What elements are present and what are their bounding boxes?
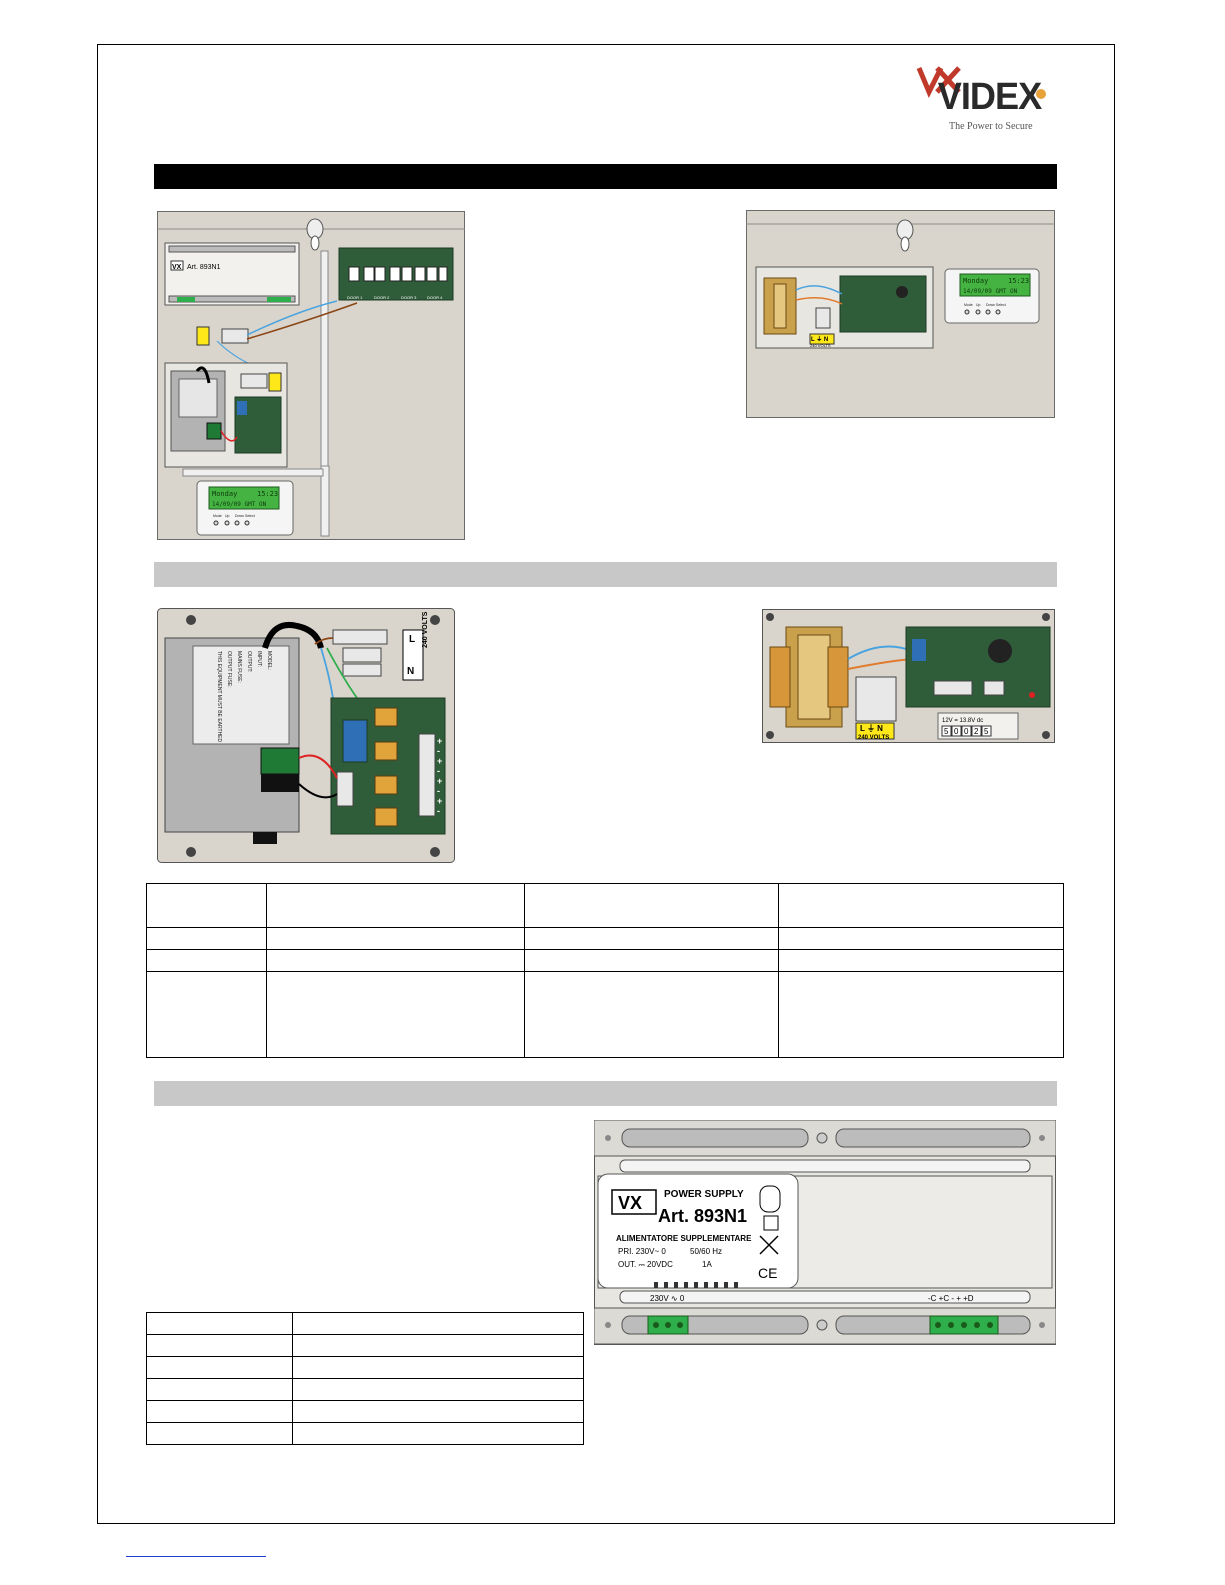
lcd-line1-right: 15:23	[257, 490, 278, 498]
table-row	[146, 1378, 585, 1401]
fig2-lcd-line1-left: Monday	[963, 277, 988, 285]
table-row	[146, 1312, 585, 1335]
din-psu-pri: PRI. 230V~ 0	[618, 1247, 666, 1256]
din-psu-893n1-diagram: VX POWER SUPPLY Art. 893N1 ALIMENTATORE …	[594, 1120, 1056, 1345]
logo-mark-icon	[916, 66, 1046, 99]
section-bar-3	[154, 1081, 1057, 1106]
din-psu-model: Art. 893N1	[658, 1206, 747, 1226]
psu-label-line-6: THIS EQUIPMENT MUST BE EARTHED	[216, 651, 222, 743]
table-row	[146, 1356, 585, 1379]
section-header-bar	[154, 164, 1057, 189]
psu-open-frame-diagram: MODEL: INPUT: OUTPUT: MAINS FUSE: OUTPUT…	[157, 608, 455, 863]
psu-badge: VX	[172, 264, 182, 271]
lcd-line1-left: Monday	[212, 490, 237, 498]
psu-label-line-2: INPUT:	[256, 651, 262, 667]
relay-label-1: DOOR 1	[347, 295, 363, 300]
fig2-keypad-select: Select	[996, 303, 1006, 307]
keypad-down-label: Down	[235, 514, 244, 518]
code-digit-5: 5	[984, 727, 989, 736]
fuse-sign-4: -	[437, 766, 440, 776]
fuse-sign-6: -	[437, 786, 440, 796]
keypad-up-label: Up	[225, 514, 230, 518]
fuse-sign-2: -	[437, 746, 440, 756]
din-psu-subtitle: ALIMENTATORE SUPPLEMENTARE	[616, 1234, 752, 1243]
fig2-lcd-line1-right: 15:23	[1008, 277, 1029, 285]
relay-label-4: DOOR 4	[427, 295, 443, 300]
table-row	[146, 971, 1064, 1058]
psu-label-line-3: OUTPUT:	[246, 651, 252, 672]
fig2-keypad-down: Down	[986, 303, 995, 307]
fig4-terminal-label: L ⏚ N	[860, 724, 883, 733]
din-psu-badge: VX	[618, 1193, 642, 1213]
logo-tagline: The Power to Secure	[949, 121, 1033, 132]
table-row	[146, 949, 1064, 972]
footer-link[interactable]	[126, 1556, 266, 1557]
enclosure-diagram-small: L ⏚ N 240 VOLTS Monday 15:23 14/09/09 GM…	[746, 210, 1055, 418]
fuse-sign-7: +	[437, 796, 442, 806]
din-psu-out: OUT. ⎓ 20VDC	[618, 1260, 673, 1269]
section-bar-2	[154, 562, 1057, 587]
transformer-psu-diagram: L ⏚ N 240 VOLTS 12V = 13.8V dc 5 0 0 2 5	[762, 609, 1055, 743]
fuse-sign-8: -	[437, 806, 440, 816]
fig3-tag-volts: 240 VOLTS	[422, 611, 429, 648]
code-digit-4: 2	[974, 727, 979, 736]
psu-label-line-5: OUTPUT FUSE:	[226, 651, 232, 688]
fig3-tag-l: L	[409, 634, 415, 645]
videx-logo: VIDEX The Power to Secure	[915, 62, 1050, 137]
din-psu-freq: 50/60 Hz	[690, 1247, 722, 1256]
psu-label-line-1: MODEL:	[266, 651, 272, 670]
din-psu-table	[146, 1312, 585, 1445]
enclosure-diagram-large: VX Art. 893N1 DOOR 1 DOOR 2 DOOR 3 DOOR …	[157, 211, 465, 540]
fig2-lcd-line2: 14/09/09 GMT ON	[963, 288, 1018, 295]
weee-bin-icon	[759, 1235, 779, 1255]
table-row	[146, 1400, 585, 1423]
table-row	[146, 1334, 585, 1357]
psu-label-line-4: MAINS FUSE:	[236, 651, 242, 683]
fig3-tag-n: N	[407, 666, 414, 677]
lcd-line2: 14/09/09 GMT ON	[212, 501, 267, 508]
fuse-sign-5: +	[437, 776, 442, 786]
table-row	[146, 1422, 585, 1445]
fig2-terminal-label: L ⏚ N	[811, 336, 828, 343]
psu-spec-table	[146, 883, 1064, 1058]
fig4-volt-label: 240 VOLTS	[858, 735, 889, 741]
din-psu-title: POWER SUPPLY	[664, 1189, 744, 1200]
table-row	[146, 927, 1064, 950]
fig4-spec-text: 12V = 13.8V dc	[942, 718, 983, 724]
ce-mark: CE	[758, 1265, 777, 1281]
code-digit-1: 5	[944, 727, 949, 736]
fuse-sign-3: +	[437, 756, 442, 766]
keypad-select-label: Select	[245, 514, 255, 518]
fig2-volt-label: 240 VOLTS	[810, 343, 831, 348]
psu-model-label: Art. 893N1	[187, 264, 221, 271]
din-terminal-right: -C +C - + +D	[928, 1294, 974, 1303]
logo-wordmark: VIDEX	[937, 76, 1043, 118]
din-terminal-left: 230V ∿ 0	[650, 1294, 685, 1303]
code-digit-3: 0	[964, 727, 969, 736]
fig2-keypad-mode: Mode	[964, 303, 973, 307]
din-psu-current: 1A	[702, 1260, 712, 1269]
page-frame	[97, 44, 1115, 1524]
keypad-mode-label: Mode	[213, 514, 222, 518]
relay-label-2: DOOR 2	[374, 295, 390, 300]
relay-label-3: DOOR 3	[401, 295, 417, 300]
code-digit-2: 0	[954, 727, 959, 736]
fig2-keypad-up: Up	[976, 303, 981, 307]
table-row	[146, 883, 1064, 928]
double-insulation-icon	[759, 1185, 781, 1231]
fuse-sign-1: +	[437, 736, 442, 746]
